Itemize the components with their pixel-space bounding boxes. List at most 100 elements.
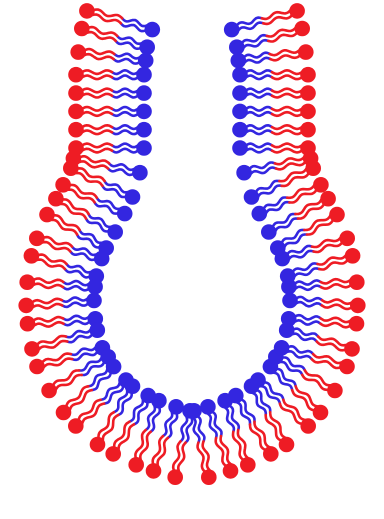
inner-lipid-tail	[63, 286, 89, 290]
inner-lipid	[237, 399, 255, 424]
outer-lipid-tail	[33, 279, 63, 283]
outer-lipid-head	[339, 359, 355, 375]
inner-lipid-head	[151, 393, 167, 409]
outer-lipid	[98, 412, 118, 440]
outer-lipid	[33, 279, 63, 288]
outer-lipid	[318, 255, 348, 269]
inner-lipid-head	[132, 165, 148, 181]
outer-lipid	[32, 299, 62, 309]
inner-lipid	[287, 246, 313, 259]
inner-lipid-head	[282, 293, 298, 309]
outer-lipid-head	[105, 446, 121, 462]
outer-lipid-head	[167, 469, 183, 485]
outer-lipid-tail	[82, 70, 112, 74]
outer-lipid-tail	[321, 318, 351, 322]
outer-lipid-head	[70, 44, 86, 60]
inner-lipid-head	[125, 189, 141, 205]
outer-lipid-head	[24, 341, 40, 357]
inner-lipid	[116, 36, 143, 49]
outer-lipid	[233, 430, 248, 460]
outer-lipid-tail	[82, 94, 112, 98]
outer-lipid-head	[313, 177, 329, 193]
outer-lipid-tail	[82, 131, 112, 135]
outer-lipid-tail	[82, 149, 112, 153]
outer-lipid-head	[48, 191, 64, 207]
outer-lipid-head	[350, 298, 366, 314]
inner-lipid-head	[139, 39, 155, 55]
inner-lipid-tail	[112, 89, 138, 93]
outer-lipid-head	[344, 341, 360, 357]
outer-lipid-head	[20, 316, 36, 332]
outer-lipid	[267, 28, 297, 42]
inner-lipid-tail	[62, 303, 88, 307]
outer-lipid-head	[79, 3, 95, 19]
inner-lipid-tail	[246, 94, 272, 98]
inner-lipid	[77, 230, 102, 247]
outer-lipid	[312, 354, 342, 368]
inner-lipid-tail	[112, 125, 138, 129]
outer-lipid-head	[146, 463, 162, 479]
outer-lipid	[317, 337, 347, 351]
outer-lipid-head	[128, 457, 144, 473]
outer-lipid-head	[240, 457, 256, 473]
inner-lipid	[112, 70, 138, 79]
inner-lipid-head	[90, 322, 106, 338]
outer-lipid-head	[29, 359, 45, 375]
outer-lipid	[60, 199, 89, 218]
inner-lipid	[114, 390, 132, 415]
outer-lipid-tail	[321, 279, 351, 283]
outer-lipid-tail	[82, 89, 112, 93]
outer-lipid	[82, 70, 112, 79]
inner-lipid-head	[106, 359, 122, 375]
outer-lipid-head	[279, 437, 295, 453]
inner-lipid	[264, 198, 290, 214]
inner-lipid-head	[281, 311, 297, 327]
outer-lipid-head	[74, 21, 90, 37]
inner-lipid-head	[228, 388, 244, 404]
outer-lipid	[270, 50, 301, 60]
inner-lipid-tail	[246, 76, 272, 80]
inner-lipid-tail	[296, 297, 322, 301]
outer-lipid-tail	[272, 112, 302, 116]
inner-lipid	[112, 144, 138, 153]
outer-lipid-head	[263, 446, 279, 462]
outer-lipid-tail	[82, 107, 112, 111]
inner-lipid	[66, 329, 92, 342]
outer-lipid-tail	[272, 125, 302, 129]
outer-lipid	[79, 400, 105, 424]
outer-lipid-head	[24, 248, 40, 264]
outer-lipid-head	[18, 298, 34, 314]
outer-lipid	[42, 237, 72, 251]
inner-lipid	[63, 316, 89, 325]
outer-lipid-head	[201, 469, 217, 485]
outer-lipid-tail	[272, 70, 302, 74]
inner-lipid	[237, 18, 263, 31]
outer-lipid	[272, 70, 302, 79]
inner-lipid-head	[232, 122, 248, 138]
outer-lipid	[272, 89, 302, 98]
inner-lipid	[121, 18, 147, 31]
outer-lipid-head	[68, 85, 84, 101]
outer-lipid-head	[300, 104, 316, 120]
inner-lipid	[296, 297, 322, 306]
inner-lipid-head	[125, 378, 141, 394]
inner-lipid-head	[86, 293, 102, 309]
outer-lipid-tail	[32, 299, 62, 303]
outer-lipid-head	[345, 248, 361, 264]
inner-lipid	[295, 280, 321, 289]
outer-lipid-head	[68, 122, 84, 138]
inner-lipid	[292, 329, 318, 342]
inner-lipid-tail	[246, 149, 272, 153]
outer-lipid	[272, 144, 302, 153]
inner-lipid-head	[280, 268, 296, 284]
inner-lipid-head	[251, 206, 267, 222]
outer-lipid-tail	[82, 76, 112, 80]
outer-lipid-head	[39, 207, 55, 223]
outer-lipid-tail	[272, 131, 302, 135]
inner-lipid-tail	[112, 112, 138, 116]
inner-lipid-head	[87, 279, 103, 295]
inner-lipid-tail	[112, 144, 138, 148]
inner-lipid	[95, 198, 121, 214]
